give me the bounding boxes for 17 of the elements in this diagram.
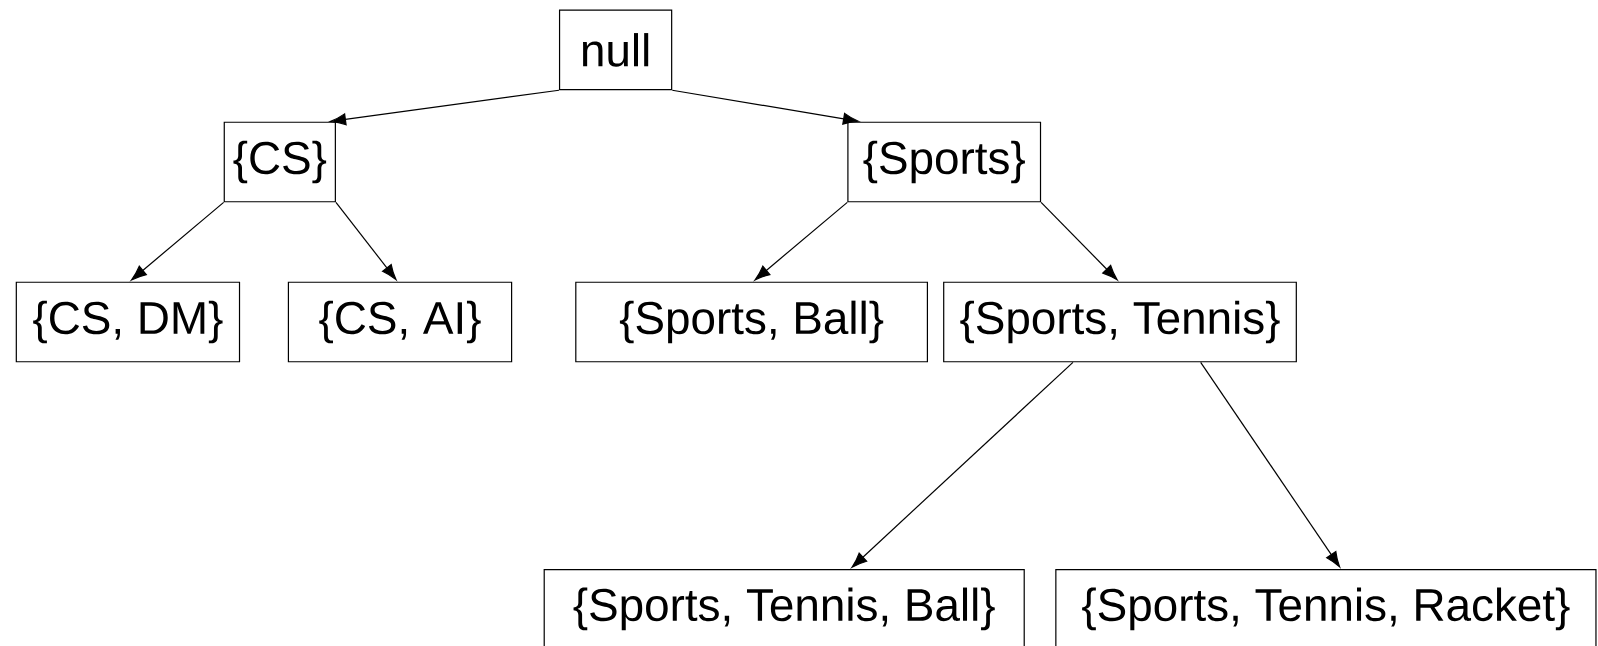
arrow — [851, 361, 1074, 568]
set-box: {CS, DM} — [15, 281, 241, 363]
arrow — [335, 201, 397, 281]
set-box: null — [558, 9, 673, 91]
arrow — [671, 89, 859, 125]
arrow — [754, 201, 848, 281]
arrow — [330, 89, 560, 126]
set-box: {CS} — [223, 121, 336, 203]
arrow — [130, 201, 225, 281]
set-box: {Sports, Ball} — [575, 281, 928, 363]
set-box: {Sports, Tennis} — [943, 281, 1297, 363]
set-box: {Sports, Tennis, Ball} — [543, 569, 1025, 646]
set-box: {Sports, Tennis, Racket} — [1055, 569, 1597, 646]
set-box: {CS, AI} — [287, 281, 513, 363]
arrow — [1040, 201, 1118, 281]
arrow — [1200, 361, 1341, 568]
set-box: {Sports} — [847, 121, 1042, 203]
